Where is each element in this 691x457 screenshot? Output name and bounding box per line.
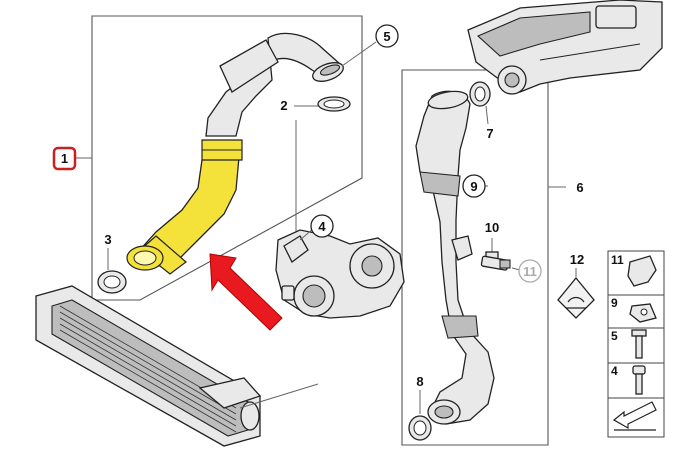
callout-12[interactable]: 12 (570, 252, 584, 267)
callout-2[interactable]: 2 (280, 98, 287, 113)
callout-3[interactable]: 3 (104, 232, 111, 247)
group-frame-left (91, 15, 363, 301)
direction-arrow (209, 253, 283, 331)
turbocharger (275, 229, 405, 319)
charge-hose-right (415, 90, 495, 425)
warning-label-12 (557, 276, 595, 319)
hose-upper-bend (205, 32, 344, 137)
intercooler (35, 285, 262, 447)
callout-11[interactable]: 11 (523, 264, 537, 279)
callout-7[interactable]: 7 (486, 126, 493, 141)
intake-manifold (467, 0, 663, 95)
callout-4-ring (310, 214, 334, 238)
callout-4[interactable]: 4 (318, 219, 326, 234)
callout-6[interactable]: 6 (576, 180, 583, 195)
sensor-10 (480, 238, 511, 271)
callout-11-ring (518, 259, 542, 283)
callout-9-ring (462, 174, 486, 198)
callout-5-ring (375, 24, 399, 48)
hex-bolt-icon (631, 329, 647, 359)
callout-5[interactable]: 5 (383, 29, 390, 44)
legend-num-4: 4 (611, 364, 618, 378)
callout-10[interactable]: 10 (485, 220, 499, 235)
legend-num-9: 9 (611, 296, 618, 310)
legend-panel: 11 9 5 4 (607, 250, 665, 438)
callout-1[interactable]: 1 (61, 151, 68, 166)
arrow-down-left-icon (612, 401, 657, 430)
callout-8[interactable]: 8 (416, 374, 423, 389)
callout-9[interactable]: 9 (470, 179, 477, 194)
callout-1-frame (52, 146, 77, 171)
legend-num-11: 11 (611, 253, 624, 267)
screw-icon (632, 365, 646, 395)
bracket-clip-icon (627, 255, 657, 287)
legend-num-5: 5 (611, 329, 618, 343)
charge-pipe-highlighted (126, 139, 243, 275)
